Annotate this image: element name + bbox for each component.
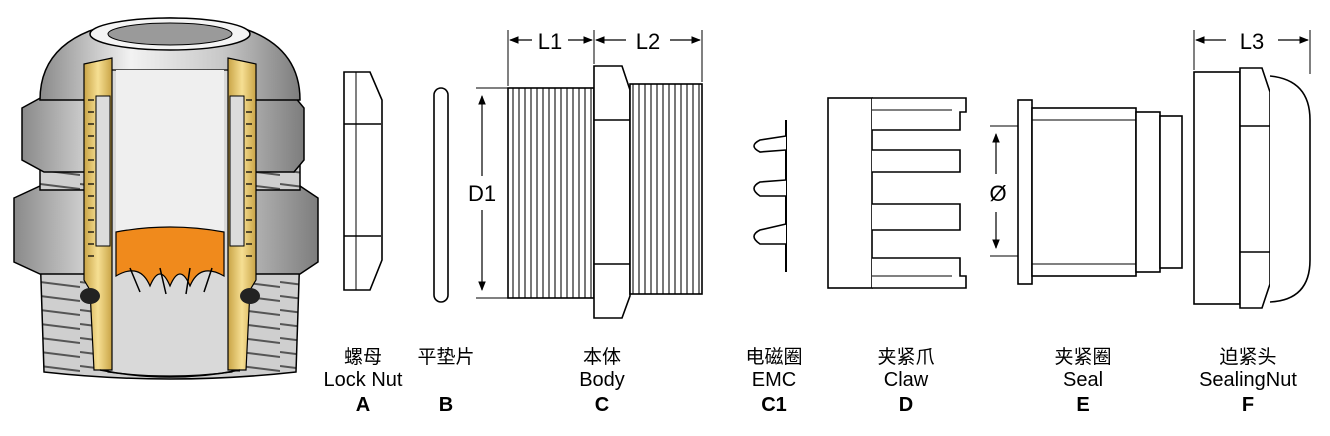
part-cn-name: 螺母 xyxy=(343,346,382,368)
part-en-name: Body xyxy=(579,369,625,391)
part-cn-name: 夹紧圈 xyxy=(1054,346,1112,368)
flat-washer-drawing xyxy=(433,87,449,303)
part-cn-name: 本体 xyxy=(582,346,621,368)
part-en-name: EMC xyxy=(751,369,797,391)
caption-emc: 电磁圈 EMC C1 xyxy=(694,346,854,418)
part-en-name: Claw xyxy=(883,369,929,391)
part-cn-name: 迫紧头 xyxy=(1219,346,1277,368)
part-letter: D xyxy=(898,394,914,416)
dim-phi-label: Ø xyxy=(989,181,1006,206)
part-cn-name: 平垫片 xyxy=(417,346,475,368)
part-en-name xyxy=(366,368,526,392)
part-en-name: Lock Nut xyxy=(323,369,403,391)
caption-body: 本体 Body C xyxy=(522,346,682,418)
part-letter: C xyxy=(594,394,610,416)
dim-d1-label: D1 xyxy=(468,181,496,206)
part-cn-name: 电磁圈 xyxy=(745,346,803,368)
caption-flat-washer: 平垫片 B xyxy=(366,346,526,418)
dim-l2-label: L2 xyxy=(636,29,660,54)
cutaway-gland-illustration xyxy=(13,17,319,380)
part-letter: B xyxy=(438,394,454,416)
part-en-name: SealingNut xyxy=(1199,369,1297,391)
caption-seal: 夹紧圈 Seal E xyxy=(1003,346,1163,418)
part-letter: C1 xyxy=(761,394,787,416)
emc-drawing xyxy=(753,120,787,272)
claw-drawing xyxy=(827,97,967,289)
part-letter: E xyxy=(1076,394,1090,416)
caption-claw: 夹紧爪 Claw D xyxy=(826,346,986,418)
body-drawing xyxy=(476,30,703,319)
sealing-nut-drawing xyxy=(1193,30,1311,309)
part-letter: F xyxy=(1241,394,1255,416)
seal-drawing xyxy=(990,99,1183,285)
lock-nut-drawing xyxy=(343,71,383,291)
dim-l3-label: L3 xyxy=(1240,29,1264,54)
caption-sealing-nut: 迫紧头 SealingNut F xyxy=(1168,346,1328,418)
part-en-name: Seal xyxy=(1062,369,1104,391)
caption-lock-nut: 螺母 Lock Nut A xyxy=(283,346,443,418)
dim-l1-label: L1 xyxy=(538,29,562,54)
part-letter: A xyxy=(355,394,371,416)
part-cn-name: 夹紧爪 xyxy=(877,346,935,368)
